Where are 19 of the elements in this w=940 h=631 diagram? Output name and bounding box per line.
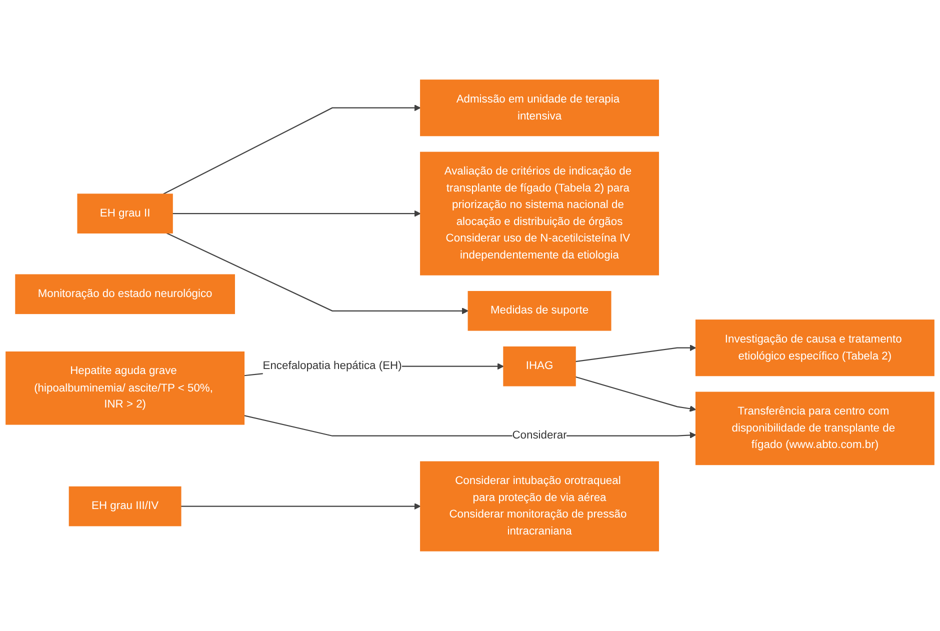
arrow: [172, 210, 421, 217]
node-box: Investigação de causa e tratamento etiológico específico (Tabela 2): [695, 320, 934, 376]
edge-label: Considerar: [512, 429, 567, 442]
arrow: [163, 104, 421, 195]
node-box: IHAG: [503, 346, 576, 386]
node-box: EH grau III/IV: [68, 486, 182, 526]
arrow: [166, 232, 468, 314]
arrow: [575, 376, 696, 412]
edge-label: Encefalopatia hepática (EH): [262, 360, 402, 372]
node-box: Medidas de suporte: [468, 291, 612, 331]
node-box: Monitoração do estado neurológico: [15, 274, 235, 314]
node-box: Admissão em unidade de terapia intensiva: [420, 80, 659, 136]
arrow: [180, 503, 421, 510]
node-box: Transferência para centro com disponibilidade de transplante de fígado (www.abto.com.br): [695, 392, 934, 466]
node-box: Considerar intubação orotraqueal para proteção de via aérea Considerar monitoração de pressão intracraniana: [420, 461, 659, 552]
node-box: EH grau II: [77, 194, 173, 234]
node-box: Hepatite aguda grave (hipoalbuminemia/ ascite/TP < 50%, INR > 2): [6, 352, 245, 425]
arrow: [575, 344, 696, 362]
node-box: Avaliação de critérios de indicação de transplante de fígado (Tabela 2) para priorização no sistema nacional de alocação e distribuição de órgãos Considerar uso de N-acetilcisteína IV independentemente da etiologia: [420, 152, 659, 276]
